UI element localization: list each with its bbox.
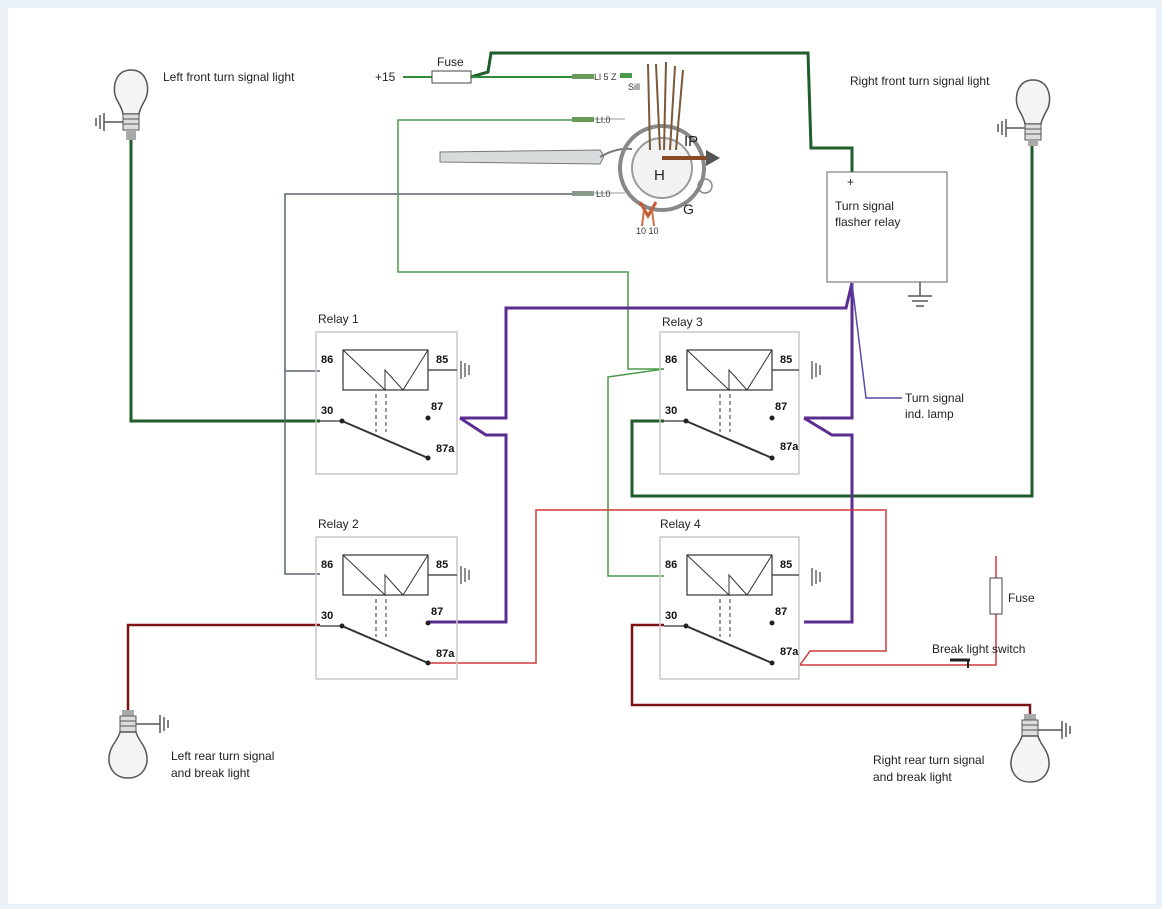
fuse-top-label: Fuse: [437, 55, 464, 69]
relay-title: Relay 1: [318, 312, 359, 326]
relay-title: Relay 2: [318, 517, 359, 531]
wire-switch-left: [284, 193, 590, 575]
pin-87: 87: [775, 606, 787, 618]
bulb-right-front: [997, 79, 1051, 146]
stalk-label-1: Ll 5 Z: [594, 72, 617, 82]
stalk-label-3: Ll.0: [596, 115, 611, 125]
stalk-label-g: G: [683, 201, 694, 217]
pin-87: 87: [431, 401, 443, 413]
relay-title: Relay 3: [662, 315, 703, 329]
flasher-relay-box: [826, 171, 948, 283]
flasher-plus: +: [847, 175, 854, 189]
pin-30: 30: [321, 610, 333, 622]
ground-symbol: [811, 568, 821, 586]
label-left-front: Left front turn signal light: [163, 70, 295, 84]
label-right-rear-2: and break light: [873, 770, 952, 784]
ground-symbol: [460, 361, 470, 379]
wire-left-front-lamp: [129, 140, 320, 423]
fuse-right: [989, 577, 1003, 615]
relay-2: Relay 2 86 85 30 87 87a: [315, 517, 470, 680]
plus15-label: +15: [375, 70, 396, 84]
pin-85: 85: [436, 559, 448, 571]
ground-symbol-flasher: [908, 282, 932, 307]
wiring-diagram: Fuse +15 Ll 5 Z Sill Ll.0 Ll.0 IP H: [95, 51, 1071, 784]
wire-brake-feed: [428, 509, 997, 666]
bulb-right-rear: [1010, 714, 1071, 783]
stalk-label-4: Ll.0: [596, 189, 611, 199]
pin-87a: 87a: [780, 441, 799, 453]
turn-signal-switch: Ll 5 Z Sill Ll.0 Ll.0 IP H G 10 10: [439, 61, 720, 236]
relay-1: Relay 1 86 85 30 87 87a: [315, 312, 470, 475]
pin-87a: 87a: [780, 646, 799, 658]
flasher-label-1: Turn signal: [835, 199, 894, 213]
label-right-front: Right front turn signal light: [850, 74, 990, 88]
label-left-rear-1: Left rear turn signal: [171, 749, 274, 763]
pin-85: 85: [780, 354, 792, 366]
pin-85: 85: [780, 559, 792, 571]
bulb-left-rear: [108, 710, 169, 779]
wire-flasher-output: [428, 282, 854, 624]
wire-flasher-output-right: [803, 283, 854, 624]
diagram-canvas: Fuse +15 Ll 5 Z Sill Ll.0 Ll.0 IP H: [8, 8, 1156, 904]
wire-fuse-to-flasher: [470, 51, 854, 172]
stalk-label-2: Sill: [628, 82, 640, 92]
indicator-label-1: Turn signal: [905, 391, 964, 405]
relay-title: Relay 4: [660, 517, 701, 531]
wire-indicator-lamp: [851, 282, 902, 399]
fuse-top: [431, 70, 472, 84]
wire-left-rear-lamp: [126, 623, 320, 712]
pin-86: 86: [321, 559, 333, 571]
pin-86: 86: [665, 354, 677, 366]
pin-87a: 87a: [436, 443, 455, 455]
pin-86: 86: [665, 559, 677, 571]
pin-86: 86: [321, 354, 333, 366]
stalk-label-h: H: [654, 167, 665, 184]
wire-right-front-lamp: [630, 143, 1034, 498]
relay-4: Relay 4 86 85 30 87 87a: [659, 517, 821, 680]
pin-30: 30: [321, 405, 333, 417]
indicator-label-2: ind. lamp: [905, 407, 954, 421]
pin-87: 87: [775, 401, 787, 413]
pin-85: 85: [436, 354, 448, 366]
ground-symbol: [811, 361, 821, 379]
stalk-label-ip: IP: [684, 133, 698, 150]
fuse-right-label: Fuse: [1008, 591, 1035, 605]
bulb-left-front: [95, 69, 149, 140]
wire-switch-right: [397, 119, 665, 577]
label-right-rear-1: Right rear turn signal: [873, 753, 984, 767]
ground-symbol: [460, 566, 470, 584]
brake-light-switch: [950, 658, 970, 668]
flasher-label-2: flasher relay: [835, 215, 900, 229]
pin-87: 87: [431, 606, 443, 618]
wire-right-rear-lamp: [630, 623, 1032, 716]
pin-30: 30: [665, 405, 677, 417]
relay-3: Relay 3 86 85 30 87 87a: [659, 315, 821, 475]
brake-switch-label: Break light switch: [932, 642, 1025, 656]
pin-30: 30: [665, 610, 677, 622]
stalk-label-bottom: 10 10: [636, 226, 659, 236]
pin-87a: 87a: [436, 648, 455, 660]
label-left-rear-2: and break light: [171, 766, 250, 780]
